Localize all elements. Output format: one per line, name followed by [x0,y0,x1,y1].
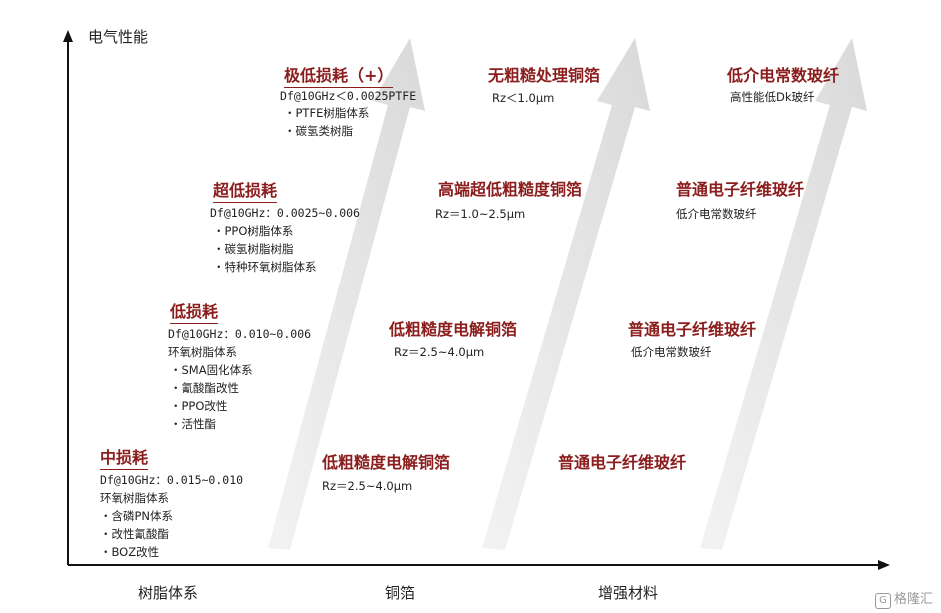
list-item: 氰酸酯改性 [181,381,240,395]
list-item: 改性氰酸酯 [111,527,170,541]
copper-rz-0: Rz＜1.0μm [492,91,555,105]
x-axis-label-glass: 增强材料 [598,584,659,602]
list-item: SMA固化体系 [181,363,253,377]
list-item: 活性酯 [181,417,217,431]
copper-title-1: 高端超低粗糙度铜箔 [438,180,583,199]
resin-sub-low: 环氧树脂体系 [168,345,237,359]
list-item: 碳氢树脂树脂 [224,242,294,256]
x-axis-label-copper: 铜箔 [385,584,416,602]
diagonal-arrow-copper [482,38,650,550]
list-item: 特种环氧树脂体系 [224,260,317,274]
glass-desc-1: 低介电常数玻纤 [676,207,757,221]
resin-title-mid: 中损耗 [100,444,149,470]
copper-title-0: 无粗糙处理铜箔 [488,66,601,85]
glass-title-1: 普通电子纤维玻纤 [676,180,805,199]
resin-df-low: Df@10GHz：0.010~0.006 [168,327,312,341]
resin-df-ultra-low: Df@10GHz：0.0025~0.006 [210,206,360,220]
resin-df-ultra-low-plus: Df@10GHz＜0.0025PTFE [280,89,417,103]
glass-title-2: 普通电子纤维玻纤 [628,320,757,339]
resin-title-ultra-low: 超低损耗 [213,177,278,203]
list-item: PPO树脂体系 [224,224,294,238]
diagonal-arrow-glass [700,38,867,550]
diagonal-arrow-resin [268,38,425,550]
resin-sub-mid: 环氧树脂体系 [100,491,169,505]
resin-items-low: ・SMA固化体系 ・氰酸酯改性 ・PPO改性 ・活性酯 [170,363,253,431]
y-axis-arrowhead [63,30,73,42]
list-item: BOZ改性 [111,545,160,559]
glass-desc-0: 高性能低Dk玻纤 [730,90,815,104]
glass-desc-2: 低介电常数玻纤 [631,345,712,359]
glass-title-0: 低介电常数玻纤 [727,66,840,85]
copper-rz-1: Rz＝1.0~2.5μm [435,207,526,221]
list-item: 含磷PN体系 [111,509,174,523]
logo-icon: G [874,593,891,609]
list-item: PPO改性 [181,399,228,413]
resin-items-ultra-low-plus: ・PTFE树脂体系 ・碳氢类树脂 [284,106,370,138]
glass-title-3: 普通电子纤维玻纤 [558,453,687,472]
resin-title-low: 低损耗 [170,298,219,324]
copper-rz-2: Rz＝2.5~4.0μm [394,345,485,359]
copper-rz-3: Rz＝2.5~4.0μm [322,479,413,493]
resin-title-ultra-low-plus: 极低损耗（+） [284,62,394,88]
resin-df-mid: Df@10GHz：0.015~0.010 [100,473,244,487]
x-axis-arrowhead [878,560,890,570]
x-axis-label-resin: 树脂体系 [138,584,199,602]
copper-title-2: 低粗糙度电解铜箔 [389,320,518,339]
list-item: PTFE树脂体系 [295,106,370,120]
watermark-text: 格隆汇 [893,592,933,607]
list-item: 碳氢类树脂 [295,124,354,138]
y-axis-label: 电气性能 [88,28,149,46]
resin-items-mid: ・含磷PN体系 ・改性氰酸酯 ・BOZ改性 [100,509,174,559]
copper-title-3: 低粗糙度电解铜箔 [322,453,451,472]
resin-items-ultra-low: ・PPO树脂体系 ・碳氢树脂树脂 ・特种环氧树脂体系 [213,224,317,274]
